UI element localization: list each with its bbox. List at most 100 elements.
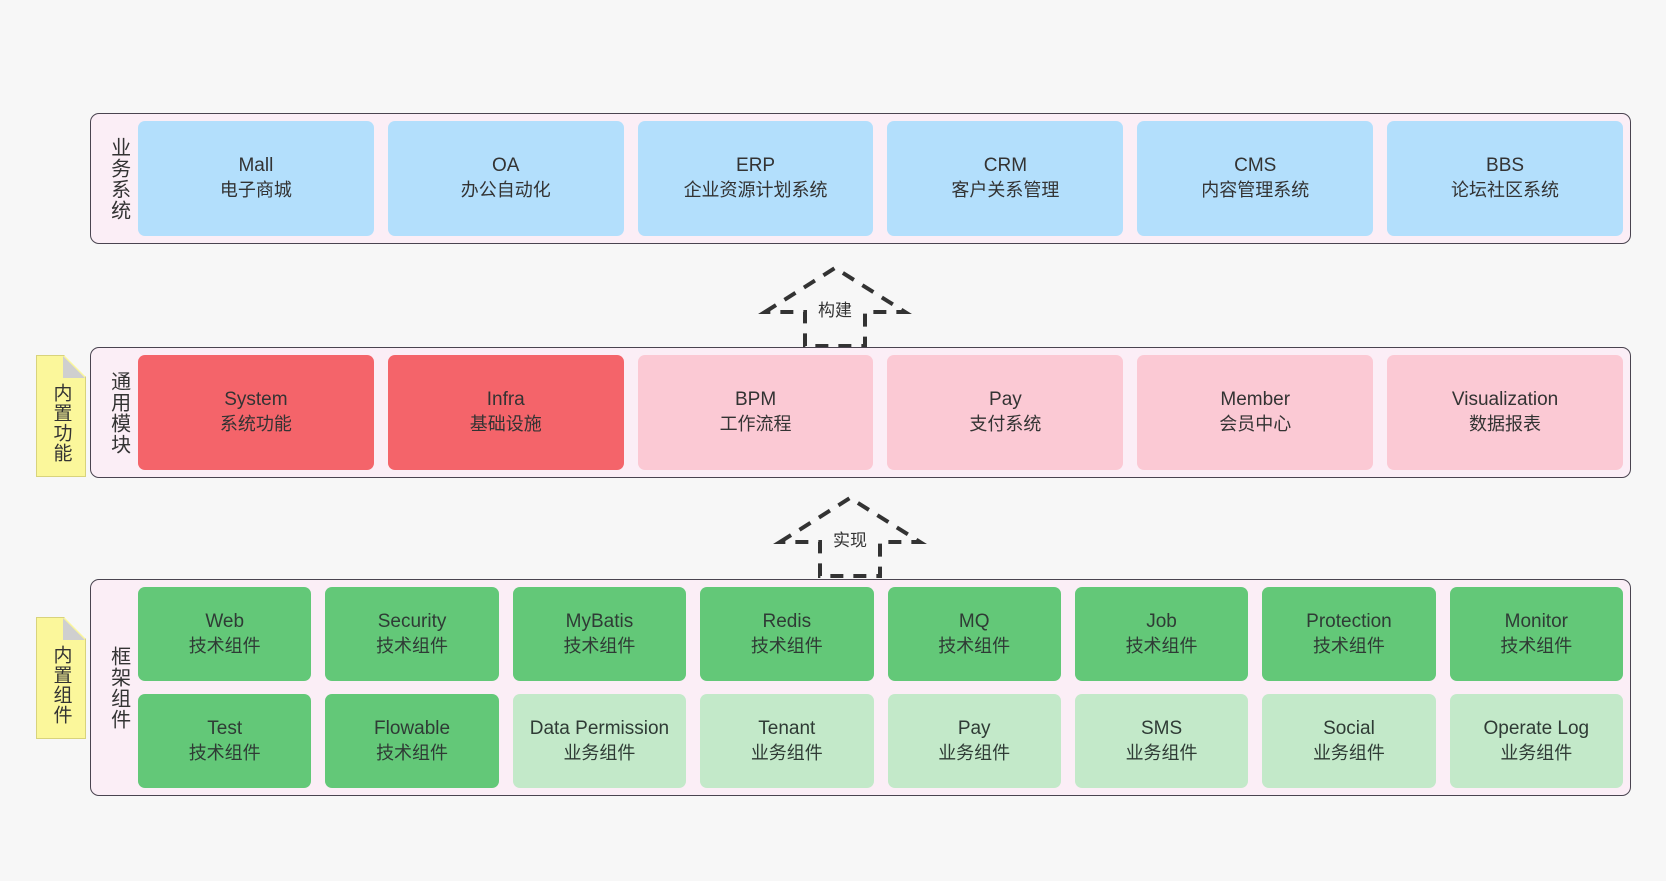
card-title: OA (492, 155, 520, 177)
card-cms[interactable]: CMS 内容管理系统 (1137, 121, 1374, 236)
card-title: Social (1323, 717, 1375, 739)
card-protection[interactable]: Protection 技术组件 (1262, 587, 1436, 681)
card-test[interactable]: Test 技术组件 (138, 694, 312, 788)
card-row-business: Test 技术组件 Flowable 技术组件 Data Permission … (138, 694, 1623, 788)
card-tenant[interactable]: Tenant 业务组件 (700, 694, 874, 788)
card-security[interactable]: Security 技术组件 (325, 587, 499, 681)
card-title: ERP (736, 155, 776, 177)
card-subtitle: 技术组件 (563, 635, 636, 656)
layer-title-business-system: 业务系统 (107, 136, 130, 221)
card-title: CMS (1234, 155, 1277, 177)
card-mq[interactable]: MQ 技术组件 (887, 587, 1061, 681)
card-subtitle: 业务组件 (750, 742, 823, 763)
card-title: Mall (238, 155, 274, 177)
card-monitor[interactable]: Monitor 技术组件 (1449, 587, 1623, 681)
card-subtitle: 客户关系管理 (951, 180, 1060, 201)
card-title: Member (1220, 389, 1291, 411)
note-label: 内置功能 (50, 383, 72, 463)
card-subtitle: 数据报表 (1469, 414, 1542, 435)
card-title: Protection (1306, 610, 1392, 632)
card-title: MQ (958, 610, 990, 632)
card-subtitle: 会员中心 (1219, 414, 1292, 435)
layer-body-business-system: Mall 电子商城 OA 办公自动化 ERP 企业资源计划系统 CRM 客户关系… (138, 121, 1623, 236)
layer-title-general-module: 通用模块 (107, 370, 130, 455)
card-subtitle: 业务组件 (938, 742, 1011, 763)
connector-implement-label: 实现 (833, 531, 867, 550)
card-sms[interactable]: SMS 业务组件 (1074, 694, 1249, 788)
card-title: Monitor (1504, 610, 1568, 632)
layer-business-system: 业务系统 Mall 电子商城 OA 办公自动化 ERP 企业资源计划系统 CRM… (90, 113, 1631, 244)
card-title: Pay (957, 717, 991, 739)
implement-arrow-icon (773, 495, 927, 578)
card-pay-component[interactable]: Pay 业务组件 (887, 694, 1061, 788)
card-title: Operate Log (1483, 717, 1590, 739)
card-subtitle: 业务组件 (1312, 742, 1385, 763)
card-subtitle: 技术组件 (938, 635, 1011, 656)
card-member[interactable]: Member 会员中心 (1137, 355, 1374, 470)
note-builtin-function: 内置功能 (36, 355, 86, 477)
card-subtitle: 技术组件 (376, 635, 449, 656)
card-subtitle: 电子商城 (219, 180, 292, 201)
card-title: Flowable (374, 717, 451, 739)
build-arrow-icon (758, 265, 912, 348)
card-title: System (224, 389, 288, 411)
card-subtitle: 工作流程 (719, 414, 792, 435)
layer-body-general-module: System 系统功能 Infra 基础设施 BPM 工作流程 Pay 支付系统… (138, 355, 1623, 470)
connector-implement: 实现 (773, 492, 927, 578)
card-subtitle: 技术组件 (188, 635, 261, 656)
card-subtitle: 技术组件 (750, 635, 823, 656)
card-job[interactable]: Job 技术组件 (1074, 587, 1249, 681)
card-title: Tenant (758, 717, 816, 739)
card-erp[interactable]: ERP 企业资源计划系统 (637, 121, 874, 236)
card-title: Test (207, 717, 243, 739)
card-title: CRM (983, 155, 1028, 177)
card-title: Data Permission (529, 717, 670, 739)
card-flowable[interactable]: Flowable 技术组件 (325, 694, 499, 788)
card-subtitle: 支付系统 (969, 414, 1042, 435)
connector-build: 构建 (758, 262, 912, 348)
card-title: BBS (1486, 155, 1525, 177)
card-subtitle: 技术组件 (376, 742, 449, 763)
card-social[interactable]: Social 业务组件 (1262, 694, 1436, 788)
card-subtitle: 技术组件 (1125, 635, 1198, 656)
card-data-permission[interactable]: Data Permission 业务组件 (512, 694, 687, 788)
card-subtitle: 企业资源计划系统 (683, 180, 828, 201)
card-subtitle: 技术组件 (1500, 635, 1573, 656)
card-visualization[interactable]: Visualization 数据报表 (1387, 355, 1623, 470)
layer-framework-component: 框架组件 Web 技术组件 Security 技术组件 MyBatis 技术组件… (90, 579, 1631, 796)
layer-body-framework-component: Web 技术组件 Security 技术组件 MyBatis 技术组件 Redi… (138, 587, 1623, 788)
card-row-technical: Web 技术组件 Security 技术组件 MyBatis 技术组件 Redi… (138, 587, 1623, 681)
card-subtitle: 业务组件 (1125, 742, 1198, 763)
note-label: 内置组件 (50, 645, 72, 725)
card-mall[interactable]: Mall 电子商城 (138, 121, 374, 236)
card-title: Job (1146, 610, 1177, 632)
card-oa[interactable]: OA 办公自动化 (387, 121, 624, 236)
card-bbs[interactable]: BBS 论坛社区系统 (1387, 121, 1623, 236)
card-row: System 系统功能 Infra 基础设施 BPM 工作流程 Pay 支付系统… (138, 355, 1623, 470)
card-subtitle: 内容管理系统 (1201, 180, 1310, 201)
card-title: Security (377, 610, 447, 632)
note-builtin-component: 内置组件 (36, 617, 86, 739)
card-subtitle: 业务组件 (563, 742, 636, 763)
layer-general-module: 通用模块 System 系统功能 Infra 基础设施 BPM 工作流程 Pay… (90, 347, 1631, 478)
card-pay-module[interactable]: Pay 支付系统 (887, 355, 1124, 470)
card-title: SMS (1140, 717, 1183, 739)
card-system[interactable]: System 系统功能 (138, 355, 374, 470)
card-title: Web (205, 610, 245, 632)
card-title: Visualization (1451, 389, 1559, 411)
card-crm[interactable]: CRM 客户关系管理 (887, 121, 1124, 236)
card-title: Pay (989, 389, 1022, 411)
card-bpm[interactable]: BPM 工作流程 (637, 355, 874, 470)
card-subtitle: 论坛社区系统 (1451, 180, 1560, 201)
card-mybatis[interactable]: MyBatis 技术组件 (512, 587, 687, 681)
card-title: Infra (486, 389, 525, 411)
card-web[interactable]: Web 技术组件 (138, 587, 312, 681)
card-subtitle: 业务组件 (1500, 742, 1573, 763)
connector-build-label: 构建 (818, 301, 852, 320)
layer-title-framework-component: 框架组件 (107, 645, 130, 730)
card-redis[interactable]: Redis 技术组件 (700, 587, 874, 681)
card-subtitle: 系统功能 (219, 414, 292, 435)
card-operate-log[interactable]: Operate Log 业务组件 (1449, 694, 1623, 788)
card-infra[interactable]: Infra 基础设施 (387, 355, 624, 470)
card-row: Mall 电子商城 OA 办公自动化 ERP 企业资源计划系统 CRM 客户关系… (138, 121, 1623, 236)
